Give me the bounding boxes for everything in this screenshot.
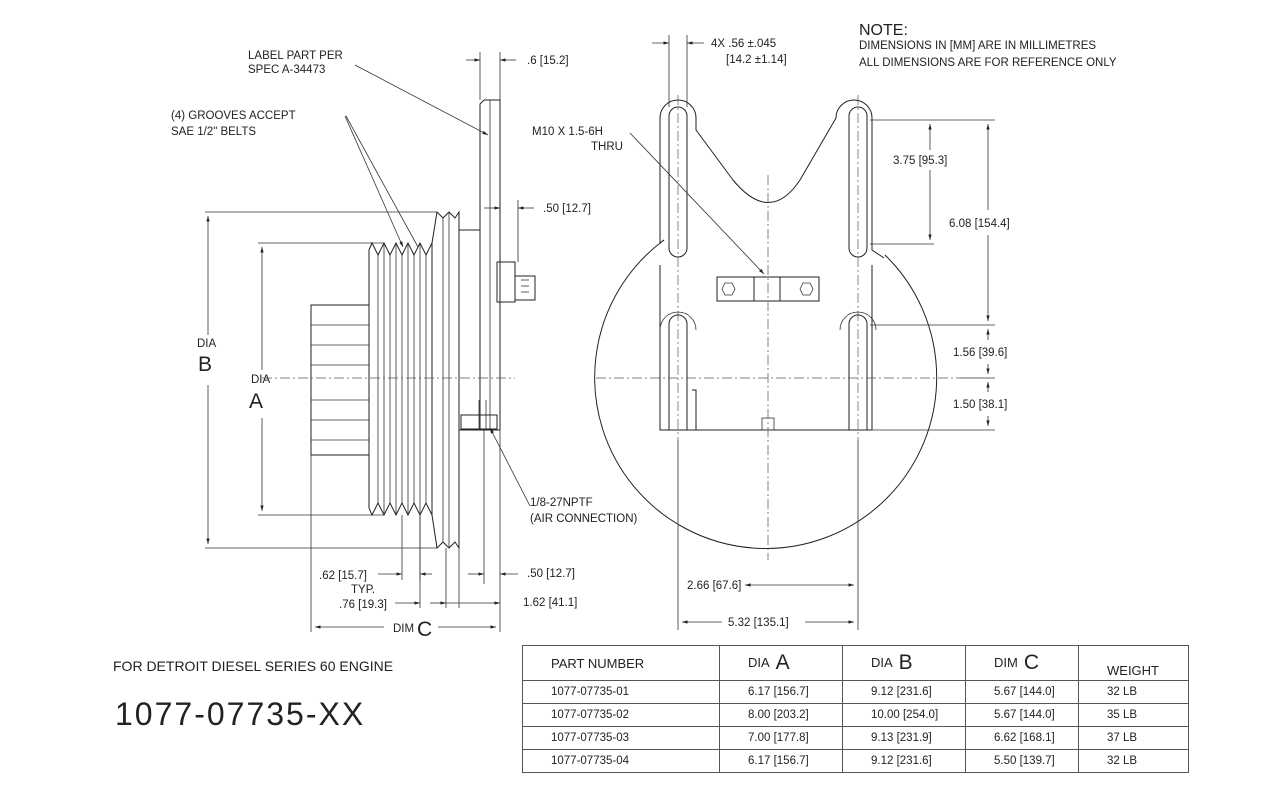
table-row: 1077-07735-02 8.00 [203.2] 10.00 [254.0]…: [522, 703, 1189, 727]
dim-150-label: 1.50 [38.1]: [953, 399, 1007, 411]
dim-typ-label: TYP.: [351, 584, 375, 596]
header-dim-c-letter: C: [1023, 651, 1040, 674]
cell-part: 1077-07735-02: [522, 703, 720, 727]
grooves-callout-1: (4) GROOVES ACCEPT: [171, 110, 296, 122]
cell-weight: 32 LB: [1078, 749, 1189, 773]
header-dia-a-letter: A: [775, 651, 790, 674]
air-callout-1: 1/8-27NPTF: [530, 497, 593, 509]
dim-c-word: DIM: [393, 623, 414, 635]
dim-156-label: 1.56 [39.6]: [953, 347, 1007, 359]
cell-dim-c: 6.62 [168.1]: [965, 726, 1079, 750]
cell-dim-c: 5.67 [144.0]: [965, 680, 1079, 704]
dim-266-label: 2.66 [67.6]: [687, 580, 741, 592]
dia-a-word: DIA: [251, 374, 271, 386]
cell-weight: 35 LB: [1078, 703, 1189, 727]
side-view: [262, 99, 536, 550]
cell-dia-a: 7.00 [177.8]: [719, 726, 843, 750]
header-part-number: PART NUMBER: [522, 645, 720, 681]
parts-table: PART NUMBER DIA A DIA B DIM C WEIGHT 1077-0…: [522, 645, 1189, 773]
thread-callout-2: THRU: [591, 141, 623, 153]
table-row: 1077-07735-01 6.17 [156.7] 9.12 [231.6] …: [522, 680, 1189, 704]
dim-first-groove-label: .76 [19.3]: [339, 599, 387, 611]
thread-callout-1: M10 X 1.5-6H: [532, 126, 603, 138]
dia-b-letter: B: [198, 353, 212, 376]
cell-dim-c: 5.50 [139.7]: [965, 749, 1079, 773]
header-dim-c-word: DIM: [994, 655, 1018, 670]
header-dia-b-word: DIA: [871, 655, 893, 670]
cell-dia-b: 10.00 [254.0]: [842, 703, 966, 727]
cell-weight: 32 LB: [1078, 680, 1189, 704]
table-row: 1077-07735-03 7.00 [177.8] 9.13 [231.9] …: [522, 726, 1189, 750]
header-dia-b-letter: B: [898, 651, 913, 674]
dim-c-letter: C: [417, 618, 432, 641]
cell-dia-a: 6.17 [156.7]: [719, 680, 843, 704]
label-part-callout-2: SPEC A-34473: [248, 64, 325, 76]
cell-dia-b: 9.13 [231.9]: [842, 726, 966, 750]
front-view-dimensions: [629, 35, 995, 630]
label-part-callout-1: LABEL PART PER: [248, 50, 343, 62]
cell-part: 1077-07735-03: [522, 726, 720, 750]
dim-608-label: 6.08 [154.4]: [949, 218, 1010, 230]
cell-part: 1077-07735-01: [522, 680, 720, 704]
dim-bottom-right-label: .50 [12.7]: [527, 568, 575, 580]
dim-groove-label: .62 [15.7]: [319, 570, 367, 582]
dia-a-letter: A: [249, 390, 263, 413]
grooves-callout-2: SAE 1/2" BELTS: [171, 126, 256, 138]
dim-flange-label: .50 [12.7]: [543, 203, 591, 215]
cell-dia-b: 9.12 [231.6]: [842, 680, 966, 704]
side-view-dimensions: [205, 52, 534, 632]
cell-part: 1077-07735-04: [522, 749, 720, 773]
table-header-row: PART NUMBER DIA A DIA B DIM C WEIGHT: [522, 645, 1189, 681]
note-heading: NOTE:: [859, 22, 908, 39]
dim-375-label: 3.75 [95.3]: [893, 155, 947, 167]
engine-label: FOR DETROIT DIESEL SERIES 60 ENGINE: [113, 658, 394, 674]
cell-dia-a: 8.00 [203.2]: [719, 703, 843, 727]
dim-hub-label: 1.62 [41.1]: [523, 597, 577, 609]
header-dia-a-word: DIA: [748, 655, 770, 670]
cell-dia-a: 6.17 [156.7]: [719, 749, 843, 773]
note-line-1: DIMENSIONS IN [MM] ARE IN MILLIMETRES: [859, 40, 1096, 52]
cell-dia-b: 9.12 [231.6]: [842, 749, 966, 773]
cell-dim-c: 5.67 [144.0]: [965, 703, 1079, 727]
slot-width-label-2: [14.2 ±1.14]: [726, 54, 787, 66]
header-weight: WEIGHT: [1078, 645, 1189, 681]
cell-weight: 37 LB: [1078, 726, 1189, 750]
table-row: 1077-07735-04 6.17 [156.7] 9.12 [231.6] …: [522, 749, 1189, 773]
part-number-title: 1077-07735-XX: [115, 696, 366, 732]
header-dia-a: DIA A: [719, 645, 843, 681]
dim-top-label: .6 [15.2]: [527, 55, 569, 67]
air-callout-2: (AIR CONNECTION): [530, 513, 638, 525]
slot-width-label-1: 4X .56 ±.045: [711, 38, 776, 50]
note-line-2: ALL DIMENSIONS ARE FOR REFERENCE ONLY: [859, 57, 1117, 69]
dia-b-word: DIA: [197, 338, 217, 350]
dim-532-label: 5.32 [135.1]: [728, 617, 789, 629]
front-view: [594, 95, 960, 560]
header-dim-c: DIM C: [965, 645, 1079, 681]
header-dia-b: DIA B: [842, 645, 966, 681]
